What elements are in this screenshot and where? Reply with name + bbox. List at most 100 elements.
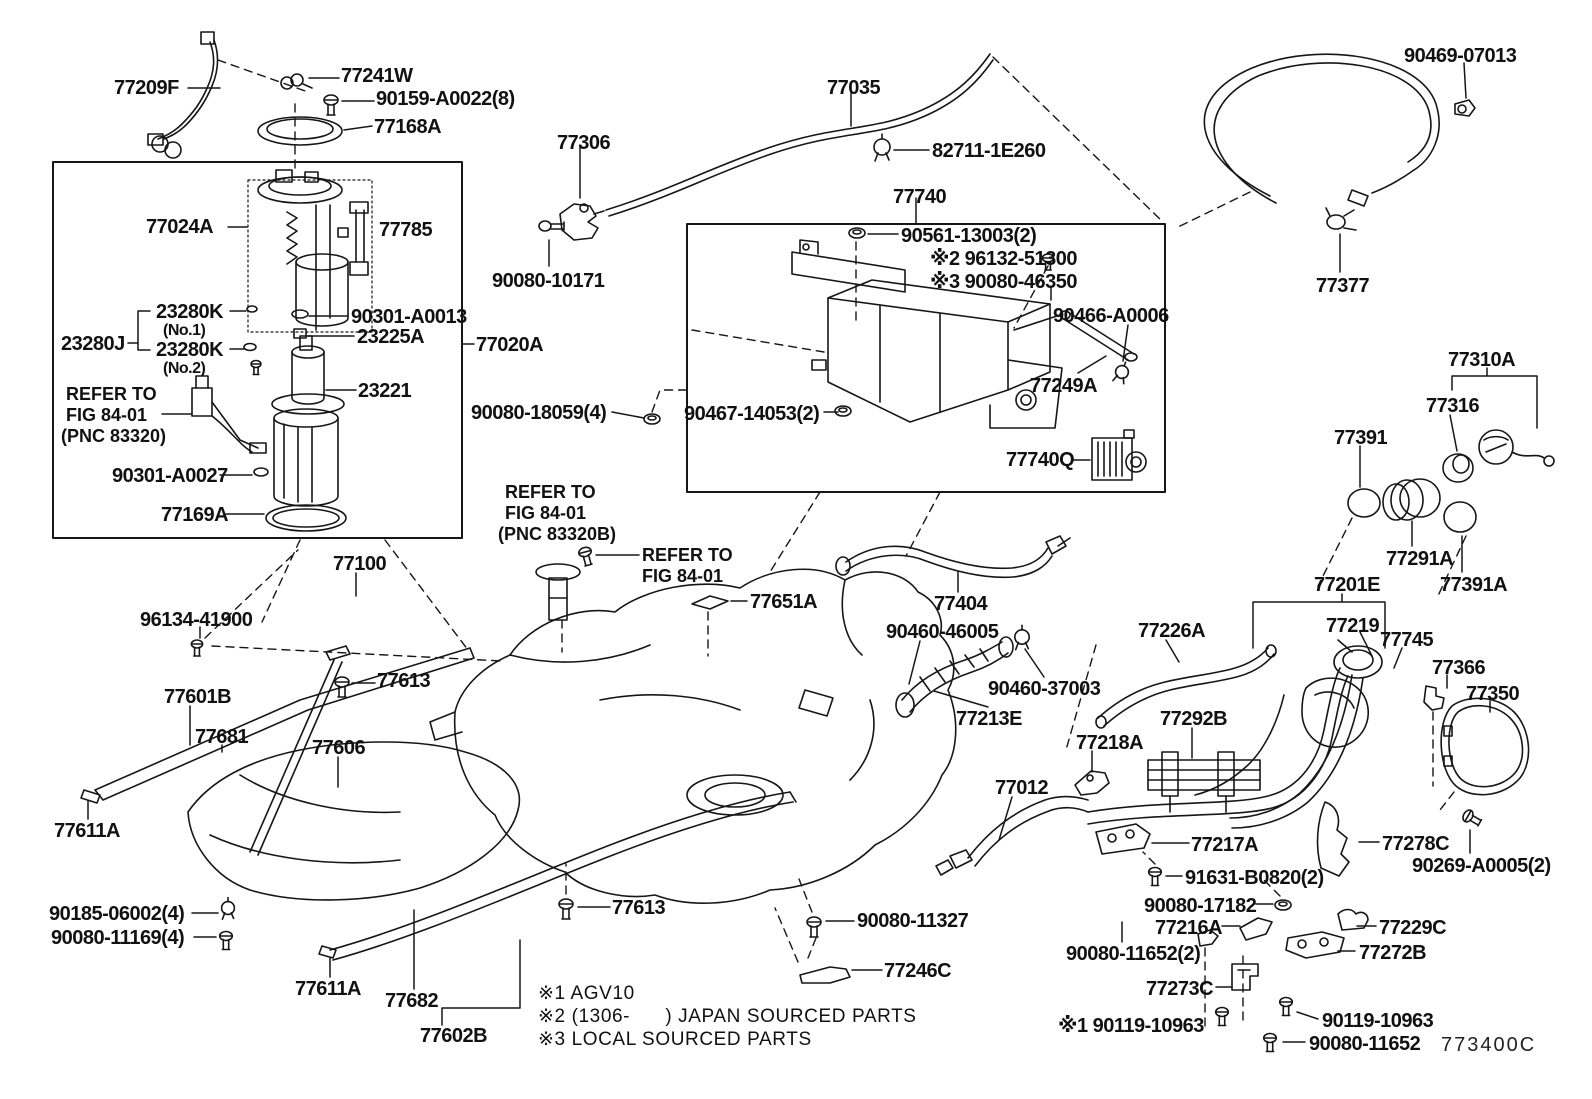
footnote-3: ※3 LOCAL SOURCED PARTS — [538, 1029, 812, 1050]
fuel-pump-module — [192, 170, 372, 531]
part-label-FIG-84-01: FIG 84-01 — [642, 566, 724, 586]
part-label-77682: 77682 — [385, 990, 439, 1012]
part-label-23221: 23221 — [358, 380, 412, 402]
fuel-lid-and-cap — [1348, 430, 1554, 795]
breather-hose-2 — [1096, 645, 1276, 728]
part-label-FIG-84-01: FIG 84-01 — [505, 503, 587, 523]
part-label-77602B: 77602B — [420, 1025, 488, 1047]
part-label-90080-18059-4-: 90080-18059(4) — [471, 402, 607, 424]
part-label-77306: 77306 — [557, 132, 611, 154]
part-label-90119-10963: 90119-10963 — [1322, 1010, 1434, 1032]
part-label-77292B: 77292B — [1160, 708, 1228, 730]
figure-code: 773400C — [1441, 1034, 1537, 1056]
part-label-77272B: 77272B — [1359, 942, 1427, 964]
part-label-REFER-TO: REFER TO — [66, 384, 157, 404]
part-label-77291A: 77291A — [1386, 548, 1454, 570]
part-label-77249A: 77249A — [1030, 375, 1098, 397]
part-label-90460-46005: 90460-46005 — [886, 621, 999, 643]
part-label-77391A: 77391A — [1440, 574, 1508, 596]
part-label-23280K: 23280K — [156, 339, 224, 361]
part-label-77350: 77350 — [1466, 683, 1520, 705]
part-label-FIG-84-01: FIG 84-01 — [66, 405, 148, 425]
tank-protector-and-bands — [81, 639, 850, 983]
part-label--PNC-83320B-: (PNC 83320B) — [498, 524, 617, 544]
part-label-90080-11652-2-: 90080-11652(2) — [1066, 943, 1201, 965]
part-label-77218A: 77218A — [1076, 732, 1144, 754]
part-label-77168A: 77168A — [374, 116, 442, 138]
part-label-82711-1E260: 82711-1E260 — [932, 140, 1046, 162]
part-label-77100: 77100 — [333, 553, 387, 575]
part-label-90080-17182: 90080-17182 — [1144, 895, 1257, 917]
part-label-77651A: 77651A — [750, 591, 818, 613]
part-label-90080-10171: 90080-10171 — [492, 270, 605, 292]
part-label-77216A: 77216A — [1155, 917, 1223, 939]
part-label-77219: 77219 — [1326, 615, 1380, 637]
part-label-90301-A0027: 90301-A0027 — [112, 465, 228, 487]
part-label-90467-14053-2-: 90467-14053(2) — [684, 403, 820, 425]
part-label-90469-07013: 90469-07013 — [1404, 45, 1517, 67]
footnote-1: ※1 AGV10 — [538, 983, 635, 1004]
part-label-77035: 77035 — [827, 77, 881, 99]
breather-hose — [1204, 54, 1475, 230]
part-label-77020A: 77020A — [476, 334, 544, 356]
part-label-77601B: 77601B — [164, 686, 232, 708]
part-label-90159-A0022-8-: 90159-A0022(8) — [376, 88, 515, 110]
part-label-77024A: 77024A — [146, 216, 214, 238]
part-label-77740: 77740 — [893, 186, 947, 208]
part-label-77366: 77366 — [1432, 657, 1486, 679]
canister-box — [687, 224, 1165, 492]
part-label-77201E: 77201E — [1314, 574, 1380, 596]
part-label-77229C: 77229C — [1379, 917, 1447, 939]
filler-pipe-assembly — [1230, 640, 1484, 876]
part-label-REFER-TO: REFER TO — [505, 482, 596, 502]
part-label-90460-37003: 90460-37003 — [988, 678, 1101, 700]
part-label--1-90119-10963: ※1 90119-10963 — [1058, 1015, 1204, 1037]
part-label--No-2-: (No.2) — [163, 360, 206, 377]
part-label-77213E: 77213E — [956, 708, 1022, 730]
part-label-77241W: 77241W — [341, 65, 413, 87]
part-label-91631-B0820-2-: 91631-B0820(2) — [1185, 867, 1324, 889]
part-label-77377: 77377 — [1316, 275, 1370, 297]
part-label-77404: 77404 — [934, 593, 988, 615]
fuel-tank — [430, 569, 956, 903]
part-label-90269-A0005-2-: 90269-A0005(2) — [1412, 855, 1551, 877]
part-label-77613: 77613 — [612, 897, 666, 919]
part-label-23280J: 23280J — [61, 333, 125, 355]
part-label-77740Q: 77740Q — [1006, 449, 1075, 471]
part-label--3-90080-46350: ※3 90080-46350 — [930, 271, 1078, 293]
part-label-96134-41900: 96134-41900 — [140, 609, 253, 631]
part-label-77681: 77681 — [195, 726, 249, 748]
part-label-77785: 77785 — [379, 219, 433, 241]
leader-lines — [88, 63, 1537, 1042]
part-label--PNC-83320-: (PNC 83320) — [61, 426, 167, 446]
charcoal-canister — [643, 227, 1146, 480]
part-label--No-1-: (No.1) — [163, 322, 206, 339]
footnote-2: ※2 (1306- ) JAPAN SOURCED PARTS — [538, 1006, 917, 1027]
part-label-REFER-TO: REFER TO — [642, 545, 733, 565]
part-label-77391: 77391 — [1334, 427, 1388, 449]
pipe-clamp-brackets — [1147, 866, 1368, 1053]
pump-module-box — [53, 162, 462, 538]
part-label-77606: 77606 — [312, 737, 366, 759]
part-label-77278C: 77278C — [1382, 833, 1450, 855]
fuel-cut-valve-and-hose — [539, 54, 993, 240]
part-label-77611A: 77611A — [295, 978, 361, 1000]
part-label-77209F: 77209F — [114, 77, 179, 99]
part-label-77613: 77613 — [377, 670, 431, 692]
part-label-77012: 77012 — [995, 777, 1049, 799]
part-label-77246C: 77246C — [884, 960, 952, 982]
part-label-90185-06002-4-: 90185-06002(4) — [49, 903, 185, 925]
part-label-77273C: 77273C — [1146, 978, 1214, 1000]
part-label-23225A: 23225A — [357, 326, 425, 348]
part-label-77316: 77316 — [1426, 395, 1480, 417]
part-label-77611A: 77611A — [54, 820, 120, 842]
part-label-77226A: 77226A — [1138, 620, 1206, 642]
part-label-90561-13003-2-: 90561-13003(2) — [901, 225, 1037, 247]
part-label-90080-11169-4-: 90080-11169(4) — [51, 927, 185, 949]
part-label-77310A: 77310A — [1448, 349, 1516, 371]
fuel-pipes — [936, 668, 1348, 875]
dashed-lines — [205, 57, 1466, 1030]
